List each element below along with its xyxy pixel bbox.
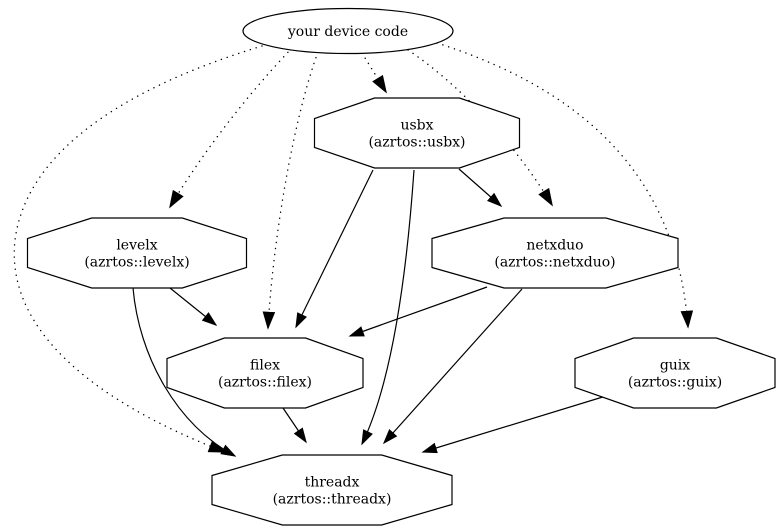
edge-device-code-netxduo — [407, 49, 553, 207]
node-threadx: threadx(azrtos::threadx) — [211, 454, 453, 526]
node-label-levelx-line1: levelx — [116, 238, 157, 254]
node-label-filex-line1: filex — [250, 358, 280, 374]
node-shape-threadx — [211, 454, 453, 526]
node-label-guix-line2: (azrtos::guix) — [628, 375, 722, 391]
node-label-netxduo-line1: netxduo — [526, 238, 583, 254]
node-device-code: your device code — [242, 7, 454, 55]
node-shape-levelx — [26, 217, 248, 289]
node-label-threadx-line1: threadx — [305, 475, 360, 491]
node-label-netxduo-line2: (azrtos::netxduo) — [494, 255, 615, 271]
node-label-filex-line2: (azrtos::filex) — [218, 375, 312, 391]
node-guix: guix(azrtos::guix) — [574, 337, 776, 409]
node-label-usbx-line1: usbx — [400, 118, 433, 134]
node-label-threadx-line2: (azrtos::threadx) — [273, 492, 392, 508]
edge-usbx-filex — [295, 169, 374, 329]
node-label-device-code-line1: your device code — [287, 24, 408, 40]
node-filex: filex(azrtos::filex) — [166, 337, 364, 409]
edge-guix-threadx — [421, 395, 607, 454]
node-shape-usbx — [313, 97, 521, 169]
edge-levelx-threadx — [132, 287, 237, 457]
node-shape-filex — [166, 337, 364, 409]
edge-filex-threadx — [282, 407, 307, 444]
node-shape-device-code — [242, 7, 454, 55]
edge-device-code-usbx — [361, 52, 387, 94]
node-shape-guix — [574, 337, 776, 409]
node-label-levelx-line2: (azrtos::levelx) — [84, 255, 189, 271]
edge-device-code-filex — [262, 51, 319, 330]
node-shape-netxduo — [431, 217, 679, 289]
edge-levelx-filex — [169, 287, 218, 326]
edge-usbx-threadx — [361, 169, 415, 446]
edge-netxduo-filex — [348, 286, 488, 337]
node-usbx: usbx(azrtos::usbx) — [313, 97, 521, 169]
edge-device-code-levelx — [169, 47, 293, 209]
node-label-guix-line1: guix — [660, 358, 690, 374]
edge-netxduo-threadx — [382, 288, 523, 445]
node-label-usbx-line2: (azrtos::usbx) — [368, 135, 465, 151]
node-levelx: levelx(azrtos::levelx) — [26, 217, 248, 289]
edge-usbx-netxduo — [458, 168, 503, 208]
node-netxduo: netxduo(azrtos::netxduo) — [431, 217, 679, 289]
